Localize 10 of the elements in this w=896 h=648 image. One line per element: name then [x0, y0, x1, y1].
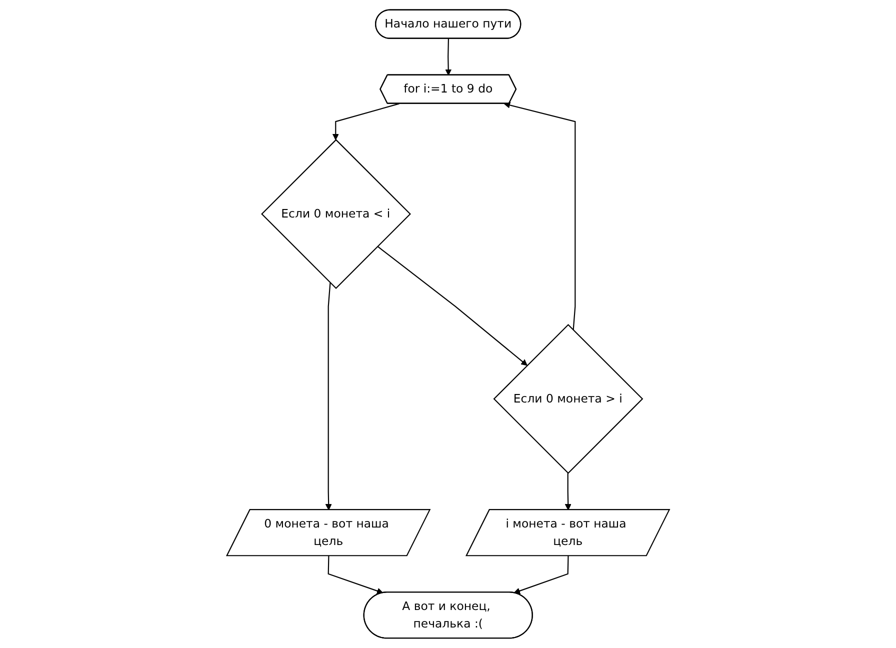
arrow — [504, 102, 576, 330]
node-diamond: Если 0 монета < i — [260, 139, 411, 289]
arrow — [328, 556, 384, 594]
arrow — [564, 473, 572, 510]
node-diamond: Если 0 монета > i — [493, 324, 644, 474]
arrow — [325, 282, 332, 510]
arrow — [332, 103, 400, 140]
arrow — [377, 246, 528, 366]
arrow — [445, 38, 452, 76]
arrow — [514, 556, 569, 594]
